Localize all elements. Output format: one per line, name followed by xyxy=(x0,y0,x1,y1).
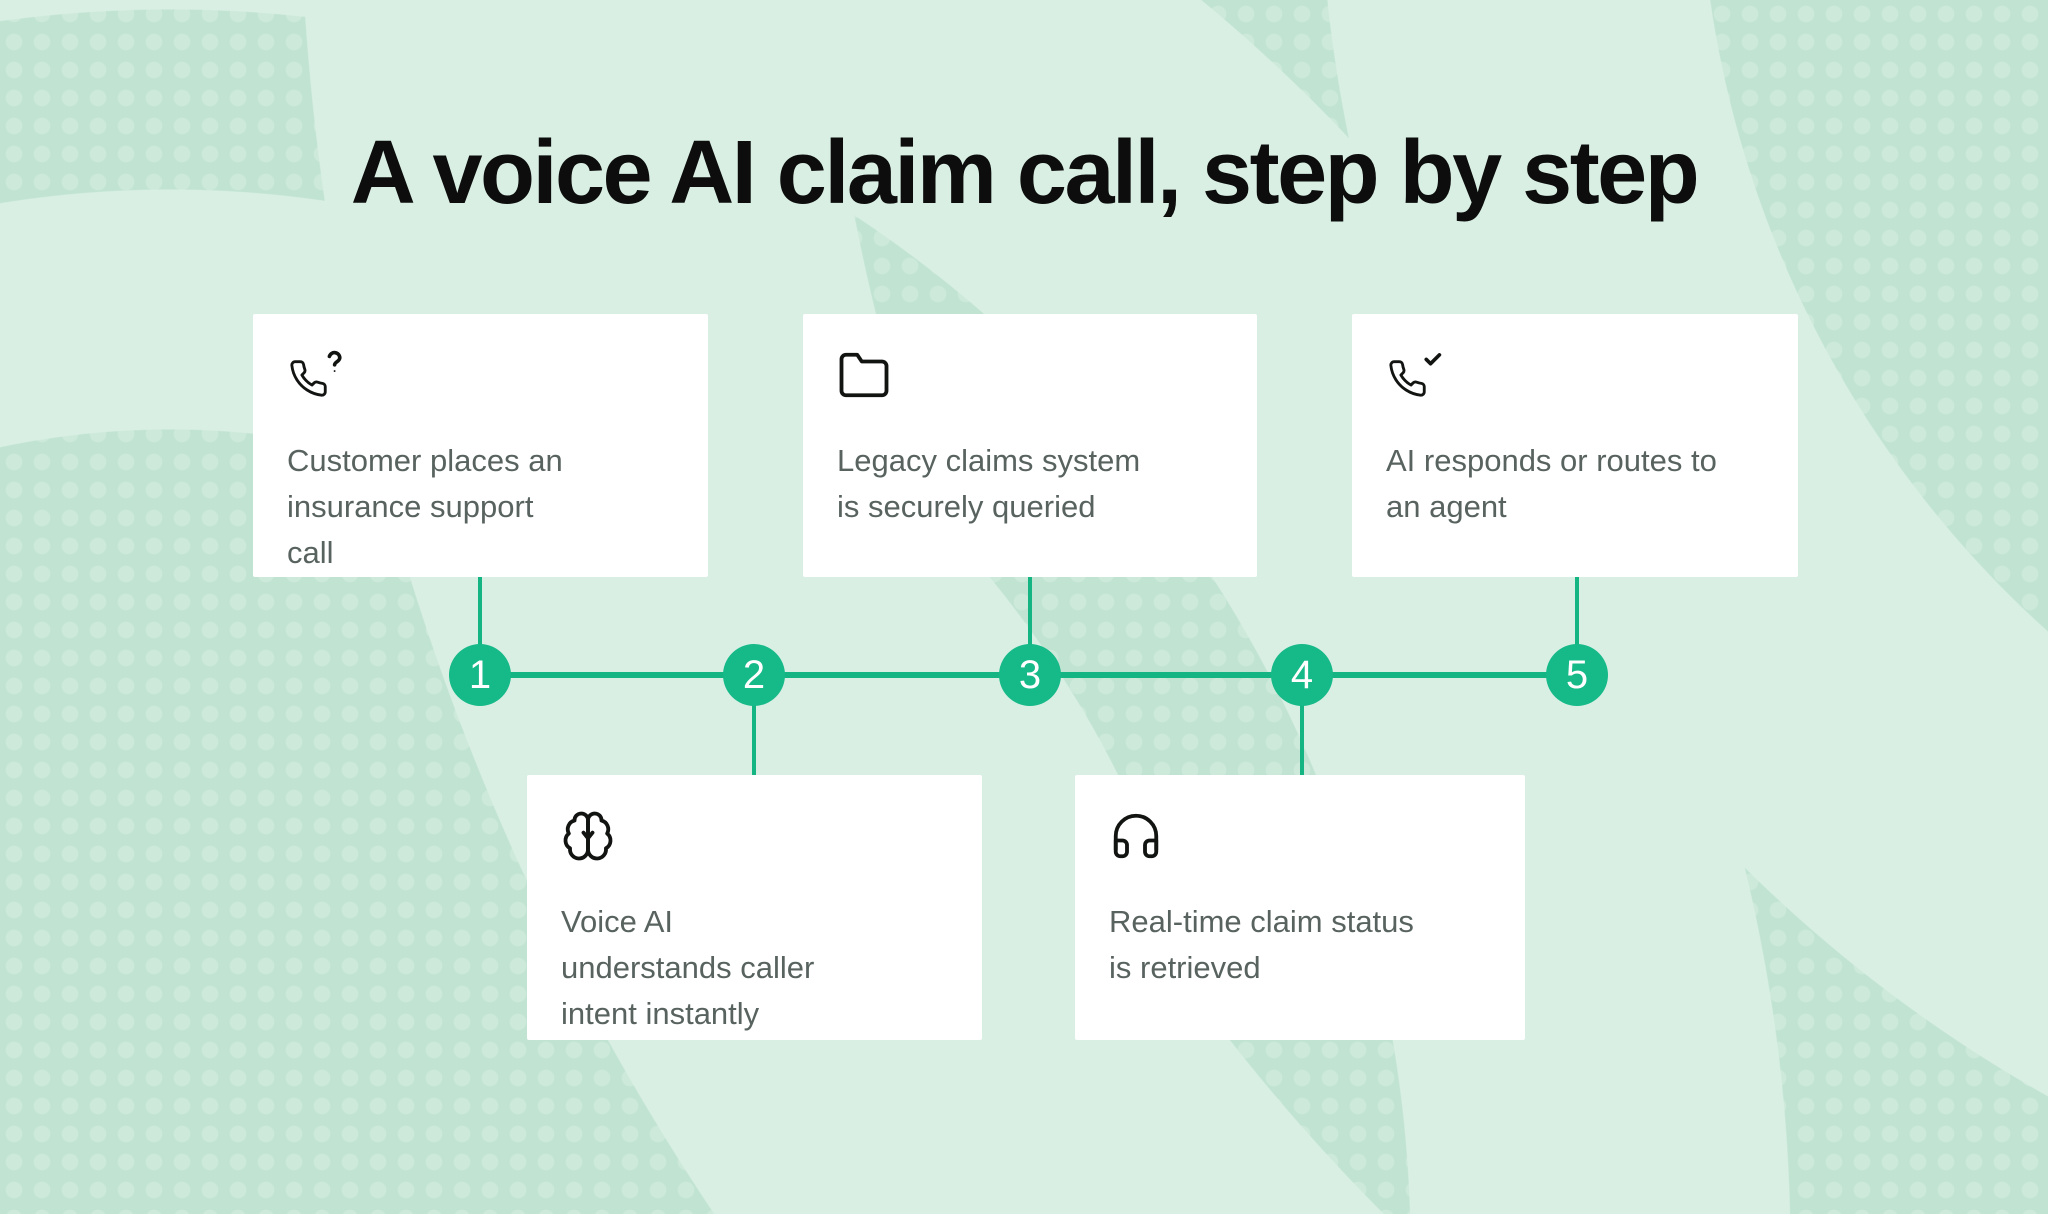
step-card-3: Legacy claims system is securely queried xyxy=(803,314,1257,577)
phone-question-icon xyxy=(287,348,674,410)
step-card-4: Real-time claim status is retrieved xyxy=(1075,775,1525,1040)
page-title: A voice AI claim call, step by step xyxy=(350,123,1700,223)
connector-step-1 xyxy=(478,577,482,675)
step-node-5: 5 xyxy=(1546,644,1608,706)
folder-icon xyxy=(837,348,1223,410)
step-number: 3 xyxy=(1018,653,1042,697)
brain-icon xyxy=(561,809,948,871)
step-number: 1 xyxy=(468,653,492,697)
step-number: 4 xyxy=(1290,653,1314,697)
step-5-description: AI responds or routes to an agent xyxy=(1386,443,1717,524)
step-3-description: Legacy claims system is securely queried xyxy=(837,443,1141,524)
step-node-4: 4 xyxy=(1271,644,1333,706)
step-card-5: AI responds or routes to an agent xyxy=(1352,314,1798,577)
connector-step-4 xyxy=(1300,675,1304,775)
connector-step-5 xyxy=(1575,577,1579,675)
step-card-1: Customer places an insurance support cal… xyxy=(253,314,708,577)
connector-step-3 xyxy=(1028,577,1032,675)
step-1-description: Customer places an insurance support cal… xyxy=(287,443,563,570)
phone-check-icon xyxy=(1386,348,1764,410)
step-node-2: 2 xyxy=(723,644,785,706)
step-4-description: Real-time claim status is retrieved xyxy=(1109,904,1414,985)
connector-step-2 xyxy=(752,675,756,775)
step-number: 5 xyxy=(1565,653,1589,697)
step-card-2: Voice AI understands caller intent insta… xyxy=(527,775,982,1040)
step-node-1: 1 xyxy=(449,644,511,706)
step-2-description: Voice AI understands caller intent insta… xyxy=(561,904,815,1031)
headphones-icon xyxy=(1109,809,1491,871)
step-number: 2 xyxy=(742,653,766,697)
step-node-3: 3 xyxy=(999,644,1061,706)
